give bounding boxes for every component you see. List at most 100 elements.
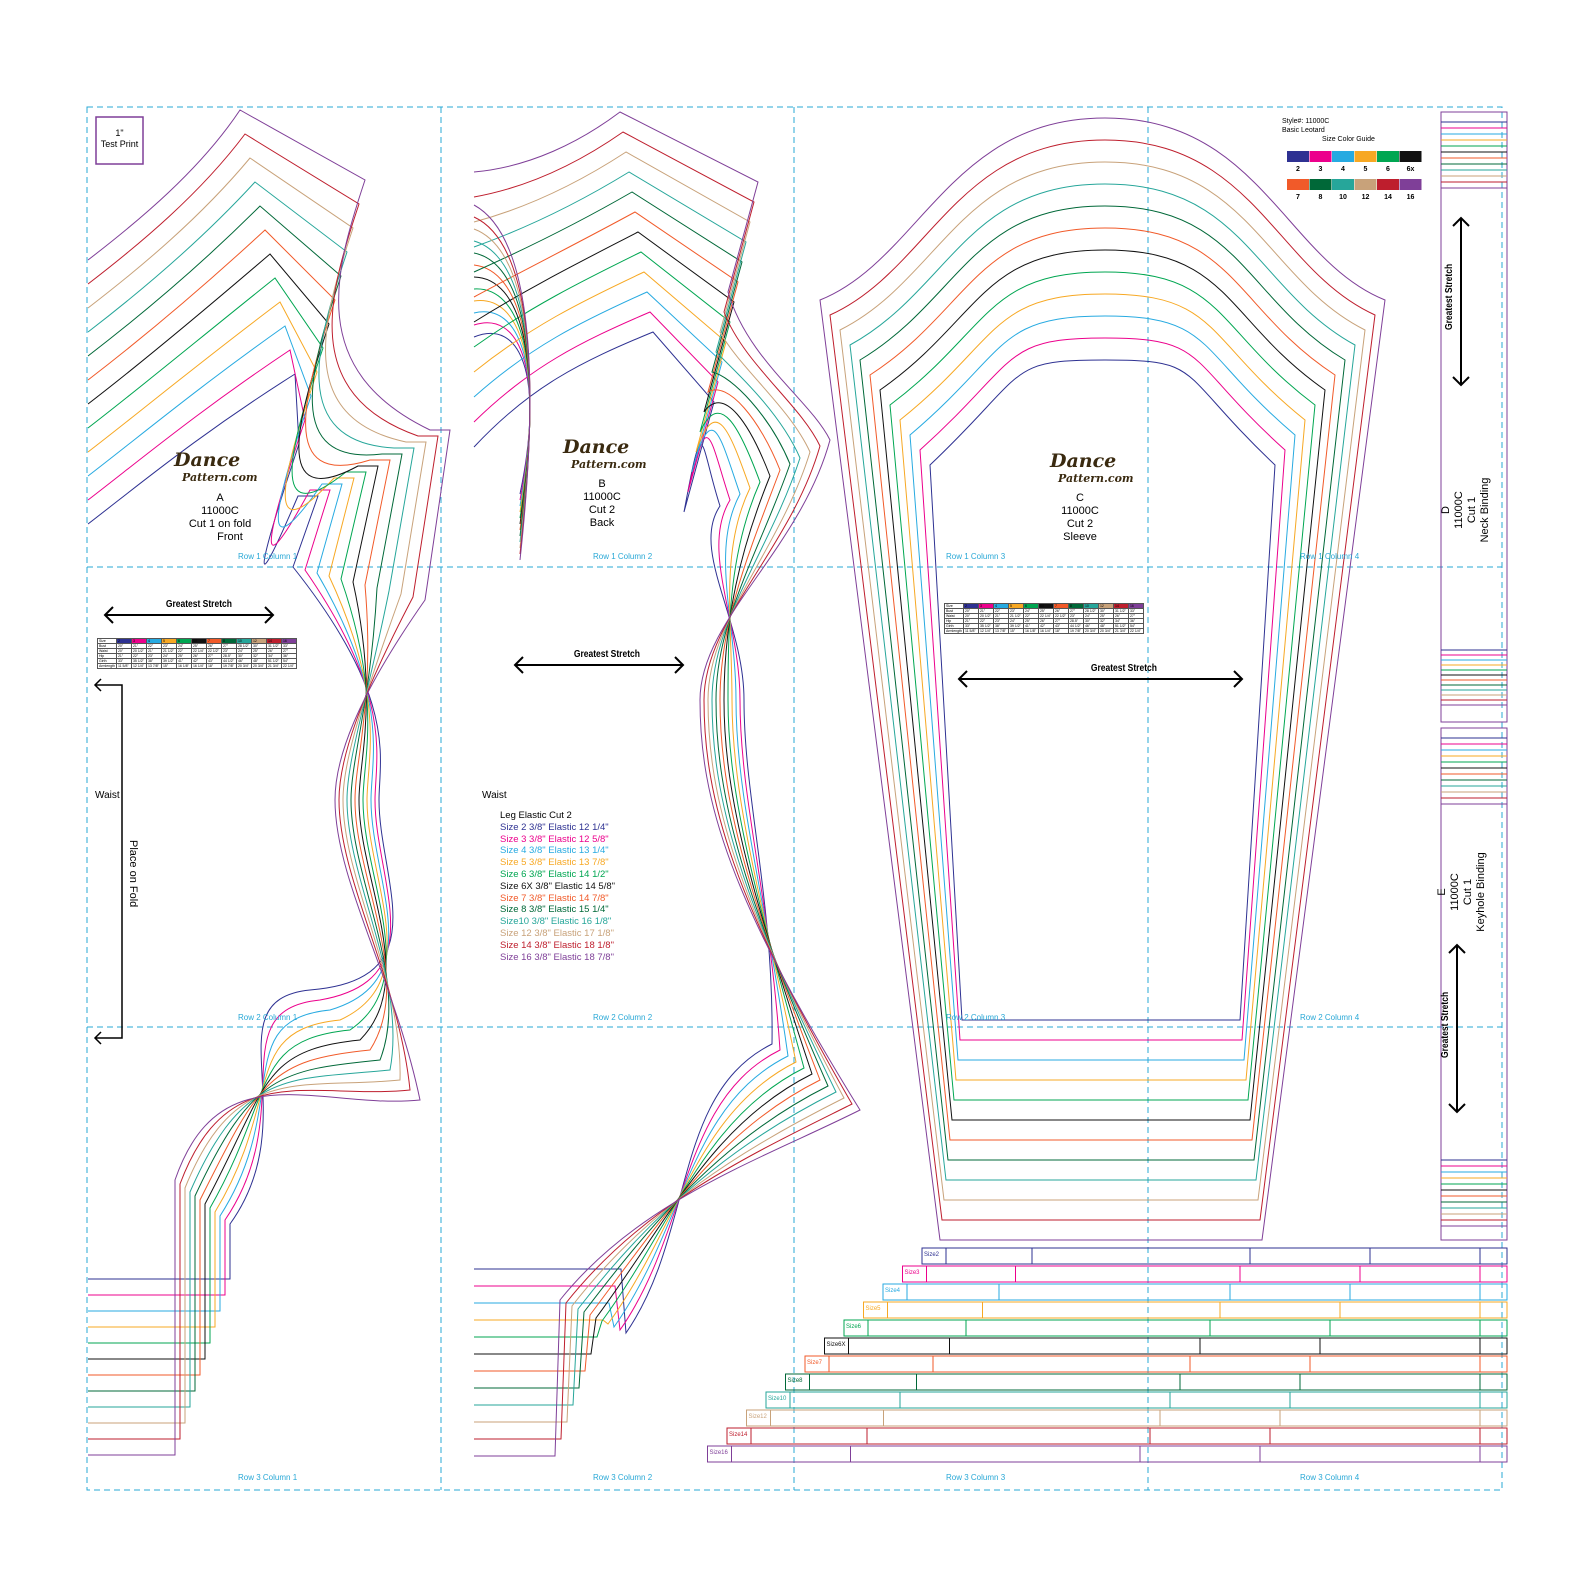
piece-d-label: D 11000C Cut 1 Neck Binding (1440, 440, 1492, 580)
strip-size-label: Size16 (709, 1450, 728, 1456)
piece-b-code: 11000C (583, 491, 621, 503)
leg-elastic-title: Leg Elastic Cut 2 (500, 810, 572, 821)
size-table-cell: 11 5/8" (115, 663, 132, 669)
color-swatch (1399, 151, 1422, 162)
neck-curve (473, 322, 531, 501)
tile-grid-label: Row 3 Column 2 (593, 1473, 653, 1482)
size-line (473, 271, 797, 1325)
piece-e-name: Keyhole Binding (1475, 852, 1487, 932)
binding-strip (785, 1373, 1508, 1391)
leg-elastic-row: Size 7 3/8" Elastic 14 7/8" (500, 892, 609, 904)
logo-line2: Pattern.com (1058, 472, 1134, 485)
swatch-size-label: 12 (1362, 194, 1370, 201)
size-line (819, 117, 1386, 1241)
swatch-size-label: 5 (1364, 166, 1368, 173)
greatest-stretch-label: Greatest Stretch (573, 649, 640, 660)
binding-strip (921, 1247, 1508, 1265)
strip-size-label: Size2 (924, 1252, 940, 1258)
strip-size-label: Size5 (865, 1306, 881, 1312)
greatest-stretch-label: Greatest Stretch (1444, 263, 1455, 330)
size-table-cell: Armlength (97, 663, 117, 669)
piece-c-code: 11000C (1061, 505, 1099, 517)
piece-e-cut: Cut 1 (1462, 878, 1474, 906)
piece-a-label: A 11000C Cut 1 on fold Front (150, 492, 290, 544)
color-swatch (1354, 179, 1377, 190)
leg-elastic-row: Size 8 3/8" Elastic 15 1/4" (500, 904, 609, 916)
neck-curve (473, 300, 531, 513)
binding-strip (863, 1301, 1508, 1319)
test-print-line2: Test Print (100, 139, 139, 149)
size-table-cell: 16 1/8" (175, 663, 192, 669)
size-line (473, 191, 829, 1389)
size-line (87, 253, 387, 1360)
tile-grid (86, 106, 1503, 1491)
strip-size-label: Size14 (729, 1432, 748, 1438)
size-line (87, 277, 387, 1344)
waist-label: Waist (482, 790, 507, 801)
logo-line1: Dance (1050, 450, 1117, 472)
piece-d-cut: Cut 1 (1466, 496, 1478, 524)
binding-strip (707, 1445, 1508, 1463)
color-swatch (1332, 151, 1354, 162)
binding-strip (824, 1337, 1508, 1355)
size-line (869, 227, 1336, 1141)
color-swatch (1309, 179, 1332, 190)
swatch-size-label: 6x (1407, 166, 1415, 173)
size-line (919, 337, 1286, 1041)
size-line (473, 171, 837, 1406)
back-piece-lines (473, 111, 861, 1457)
size-table-cell: 22 1/4" (280, 663, 297, 669)
size-table-cell: 20 3/4" (250, 663, 267, 669)
style-name: Basic Leotard (1282, 127, 1325, 134)
size-table-cell: 18" (205, 663, 222, 669)
style-box: Style#: 11000C Basic Leotard Size Color … (1282, 117, 1375, 144)
tile-grid-label: Row 1 Column 4 (1300, 552, 1360, 561)
size-line (87, 205, 403, 1392)
greatest-stretch-label: Greatest Stretch (165, 599, 232, 610)
size-line (473, 291, 789, 1329)
strip-size-label: Size6 (846, 1324, 862, 1330)
leg-elastic-row: Size 14 3/8" Elastic 18 1/8" (500, 939, 614, 951)
piece-d-letter: D (1440, 506, 1452, 514)
tile-grid-label: Row 2 Column 1 (238, 1013, 298, 1022)
color-swatch (1287, 179, 1309, 190)
size-line (473, 251, 805, 1338)
binding-strip (726, 1427, 1508, 1445)
leg-elastic-list: Leg Elastic Cut 2 Size 2 3/8" Elastic 12… (500, 810, 615, 963)
strip-size-label: Size3 (904, 1270, 920, 1276)
test-print-label: 1" Test Print (96, 128, 143, 150)
size-line (87, 157, 427, 1424)
color-swatch (1287, 151, 1309, 162)
swatch-size-label: 10 (1339, 194, 1347, 201)
color-swatch (1309, 151, 1332, 162)
swatch-size-label: 14 (1384, 194, 1392, 201)
tile-grid-label: Row 2 Column 2 (593, 1013, 653, 1022)
swatch-size-label: 6 (1386, 166, 1390, 173)
size-line (87, 109, 451, 1456)
color-swatch (1377, 179, 1399, 190)
size-line (473, 331, 773, 1335)
size-table-cell: 13 7/8" (145, 663, 162, 669)
color-swatch (1332, 179, 1354, 190)
stretch-arrows (103, 216, 1470, 1114)
size-table-cell: Armlength (944, 628, 964, 634)
color-swatch (1354, 151, 1377, 162)
tile-grid-label: Row 3 Column 3 (946, 1473, 1006, 1482)
size-line (473, 131, 853, 1440)
piece-b-letter: B (598, 478, 606, 490)
color-swatch (1377, 151, 1399, 162)
size-line (889, 271, 1316, 1101)
piece-a-name: Front (217, 531, 243, 543)
strip-size-label: Size12 (748, 1414, 767, 1420)
size-line (473, 151, 845, 1423)
size-table-cell: 20 3/4" (1097, 628, 1114, 634)
piece-c-name: Sleeve (1063, 531, 1097, 543)
size-table-cell: 19 7/8" (220, 663, 237, 669)
binding-strip (882, 1283, 1508, 1301)
piece-a-letter: A (216, 492, 224, 504)
piece-c-label: C 11000C Cut 2 Sleeve (1030, 492, 1130, 544)
tile-grid-label: Row 1 Column 1 (238, 552, 298, 561)
